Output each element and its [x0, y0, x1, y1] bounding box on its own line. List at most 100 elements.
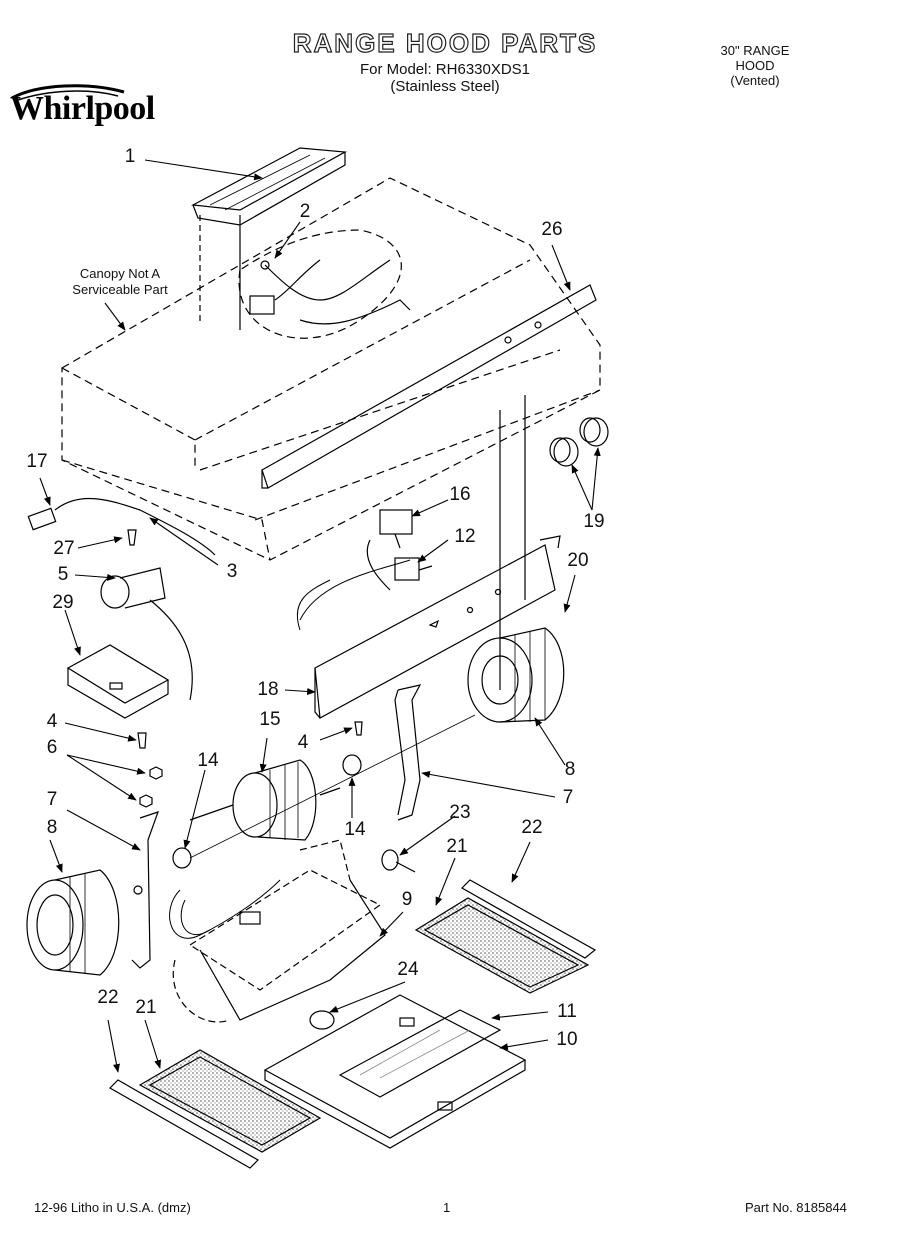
part-14-grommet-right	[342, 754, 362, 776]
callout-20: 20	[567, 550, 589, 571]
leader-27	[77, 536, 123, 549]
callout-21-right: 21	[446, 836, 468, 857]
callout-4-center: 4	[297, 732, 309, 753]
part-7-bracket-left	[131, 811, 159, 969]
leader-21a	[435, 857, 456, 906]
whirlpool-swoosh-icon	[11, 84, 125, 101]
canopy-note: Canopy Not A Serviceable Part	[40, 266, 200, 298]
callout-21-left: 21	[135, 997, 157, 1018]
callout-12: 12	[454, 526, 476, 547]
footer-litho: 12-96 Litho in U.S.A. (dmz)	[34, 1200, 191, 1215]
callout-19: 19	[583, 511, 605, 532]
leader-3	[149, 517, 219, 566]
leader-21b	[144, 1019, 161, 1069]
part-21-filter-left	[138, 1049, 322, 1153]
callout-11: 11	[557, 1001, 577, 1022]
leader-16	[411, 499, 449, 517]
leader-5	[74, 573, 116, 581]
callout-17: 17	[26, 451, 48, 472]
leader-11	[491, 1011, 549, 1021]
leader-23	[399, 815, 456, 856]
part-22-filter-frame-left	[109, 1079, 259, 1169]
part-4-screw-left	[137, 732, 147, 749]
part-2-wiring-harness	[249, 259, 411, 325]
part-23-bolt	[381, 849, 416, 873]
callout-10: 10	[556, 1029, 578, 1050]
footer-part-number: Part No. 8185844	[745, 1200, 847, 1215]
leader-8b	[49, 839, 63, 873]
callout-14-right: 14	[344, 819, 366, 840]
callout-2: 2	[299, 201, 311, 222]
callout-4-left: 4	[46, 711, 58, 732]
part-14-grommet-left	[172, 847, 192, 869]
callout-16: 16	[449, 484, 471, 505]
callout-8-right: 8	[564, 759, 576, 780]
part-8-blower-wheel-right	[467, 627, 565, 723]
part-26-trim-strip	[261, 284, 597, 489]
callout-9: 9	[401, 889, 413, 910]
callout-22-left: 22	[97, 987, 119, 1008]
part-16-switch	[366, 509, 413, 591]
part-10-bottom-pan	[263, 994, 527, 1149]
part-9-housing	[172, 839, 382, 1023]
leader-15	[259, 737, 268, 773]
leader-7a	[66, 809, 141, 851]
part-6-nuts	[139, 766, 163, 808]
part-8-blower-wheel-left	[26, 869, 120, 976]
callout-5: 5	[57, 564, 69, 585]
leader-19b	[591, 447, 601, 511]
callout-22-right: 22	[521, 817, 543, 838]
callout-8-left: 8	[46, 817, 58, 838]
leader-12	[417, 539, 449, 563]
finish-line: (Stainless Steel)	[390, 78, 500, 95]
part-7-bracket-right	[394, 684, 422, 821]
leader-6a	[66, 754, 146, 775]
page-title: RANGE HOOD PARTS	[292, 27, 598, 58]
product-line-1: 30" RANGE	[720, 43, 790, 58]
leader-19a	[571, 464, 593, 511]
product-line-3: (Vented)	[730, 73, 780, 88]
part-12-switch	[394, 557, 433, 581]
part-21-filter-right	[414, 897, 590, 994]
part-15-motor	[189, 759, 341, 841]
model-subtitle: For Model: RH6330XDS1 (Stainless Steel)	[250, 61, 640, 95]
part-24-damper	[309, 1010, 335, 1030]
leader-14a	[183, 769, 206, 849]
callout-6: 6	[46, 737, 58, 758]
leader-20	[563, 574, 576, 613]
leader-10	[499, 1039, 549, 1051]
canopy-outline	[61, 177, 601, 561]
part-9-rod	[199, 879, 386, 1021]
callout-18: 18	[257, 679, 279, 700]
part-18-control-panel	[314, 535, 561, 719]
callout-24: 24	[397, 959, 419, 980]
product-line-2: HOOD	[735, 58, 775, 73]
leader-canopy	[104, 302, 126, 331]
leader-22a	[511, 841, 531, 883]
leader-4b	[319, 727, 353, 741]
part-5-lamp-socket	[100, 567, 193, 701]
leader-26	[551, 244, 571, 291]
part-22-filter-frame-right	[461, 879, 597, 959]
leader-9	[379, 911, 404, 937]
brand-logo: Whirlpool	[10, 90, 155, 127]
footer-page-number: 1	[443, 1200, 451, 1215]
part-11-glass-lens	[338, 1009, 502, 1098]
callout-23: 23	[449, 802, 471, 823]
leader-17	[39, 477, 51, 506]
leader-7b	[421, 770, 556, 798]
leader-4a	[64, 722, 137, 742]
product-type: 30" RANGE HOOD (Vented)	[690, 43, 820, 88]
callout-7-left: 7	[46, 789, 58, 810]
part-1-lens-cover	[190, 147, 348, 226]
canopy-note-line-1: Canopy Not A	[79, 266, 161, 281]
leader-8a	[534, 717, 566, 766]
part-4-screw-center	[354, 721, 363, 736]
part-17-cord	[27, 497, 216, 556]
leader-24	[329, 981, 406, 1013]
leader-6b	[66, 754, 137, 801]
callout-3: 3	[226, 561, 238, 582]
leader-22b	[107, 1019, 120, 1073]
leader-18	[284, 687, 316, 695]
